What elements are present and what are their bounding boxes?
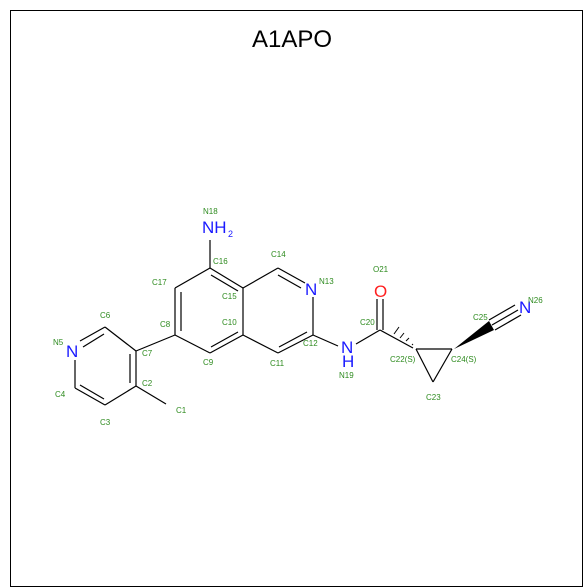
nh2-amine-n: NH [202, 218, 227, 237]
atom-label-c11: C11 [270, 359, 285, 368]
bonds [74, 240, 522, 406]
bond-c20-c22 [379, 329, 414, 349]
bond-c12-c11-inner [278, 331, 308, 348]
atom-label-c7: C7 [142, 349, 153, 358]
bond-c16-c15 [209, 267, 244, 289]
bond-c16-c15-inner [210, 274, 239, 292]
atom-label-c23: C23 [426, 393, 441, 402]
nh2-subscript: 2 [228, 229, 233, 239]
bond-c6-c7 [104, 326, 137, 352]
bond-c12-c11 [277, 334, 314, 354]
bond-c3-c4 [74, 387, 106, 406]
bond-c12-n19 [312, 334, 339, 347]
amide-nitrogen: N [341, 338, 353, 357]
atom-label-c9: C9 [203, 358, 214, 367]
atom-label-c1: C1 [176, 406, 187, 415]
bond-c11-c10 [242, 334, 279, 354]
atom-label-c6: C6 [100, 311, 111, 320]
bond-c15-c14 [242, 267, 279, 289]
bond-c24-c23 [432, 348, 453, 383]
bond-n5-c6-inner [82, 333, 105, 348]
atom-label-n26: N26 [528, 296, 543, 305]
bond-c10-c9-inner [210, 331, 239, 348]
bond-c9-c8 [174, 334, 211, 354]
atom-label-c4: C4 [55, 390, 66, 399]
atom-label-n19: N19 [339, 371, 354, 380]
atom-label-n18: N18 [203, 207, 218, 216]
bond-c22-c23 [415, 348, 434, 383]
bond-c7-c8 [135, 334, 176, 352]
atom-label-o21: O21 [373, 265, 389, 274]
bond-c25-n26-b [488, 304, 516, 321]
bond-c2-c1 [135, 385, 167, 405]
atom-label-c15: C15 [222, 292, 237, 301]
atom-label-c10: C10 [222, 318, 237, 327]
atom-label-c14: C14 [271, 250, 286, 259]
hashed-bond-c22-c20 [393, 326, 414, 346]
ring-nitrogen-n13: N [305, 280, 317, 299]
bond-c17-c16 [174, 267, 211, 289]
bond-c25-n26-c [494, 314, 522, 331]
atom-label-c17: C17 [152, 278, 167, 287]
diagram-frame [10, 10, 583, 587]
bond-c2-c3 [104, 385, 137, 406]
bond-c25-n26-a [491, 309, 519, 326]
bond-c14-n13-inner [277, 274, 302, 289]
bond-n5-c6 [79, 326, 106, 342]
atom-label-c20: C20 [360, 318, 375, 327]
atom-label-c2: C2 [142, 379, 153, 388]
atom-label-c12: C12 [303, 339, 318, 348]
atom-label-c24: C24(S) [451, 355, 477, 364]
amide-hydrogen: H [342, 352, 354, 371]
atom-label-c25: C25 [473, 313, 488, 322]
wedge-bond-c24-c25 [454, 321, 494, 349]
bond-n19-c20 [355, 329, 381, 345]
atom-label-c8: C8 [160, 320, 171, 329]
nitrile-nitrogen: N [519, 298, 531, 317]
atom-label-c22: C22(S) [390, 355, 416, 364]
bond-c3-c4-inner [79, 384, 105, 400]
atom-label-c3: C3 [100, 418, 111, 427]
molecule-title: A1APO [251, 26, 333, 53]
atom-label-n13: N13 [319, 277, 334, 286]
atom-label-c16: C16 [213, 257, 228, 266]
carbonyl-oxygen: O [374, 282, 387, 301]
pyridine-nitrogen: N [66, 342, 78, 361]
atom-label-n5: N5 [53, 338, 64, 347]
bond-c10-c9 [209, 334, 244, 354]
bond-c14-n13 [277, 267, 306, 284]
